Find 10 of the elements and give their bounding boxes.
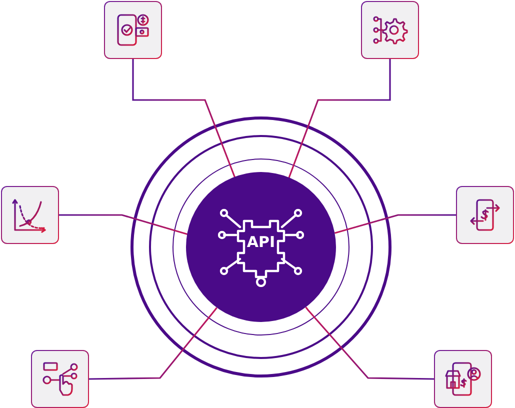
icon-tile — [104, 1, 162, 59]
connector-line — [88, 307, 218, 380]
icon-tile — [1, 186, 59, 244]
connector-line — [305, 306, 434, 380]
icon-tile — [361, 1, 419, 59]
icon-tile — [31, 350, 89, 408]
icon-tile — [456, 186, 514, 244]
connector-line — [334, 214, 456, 234]
api-label: API — [246, 234, 276, 251]
icon-tile — [434, 350, 492, 408]
